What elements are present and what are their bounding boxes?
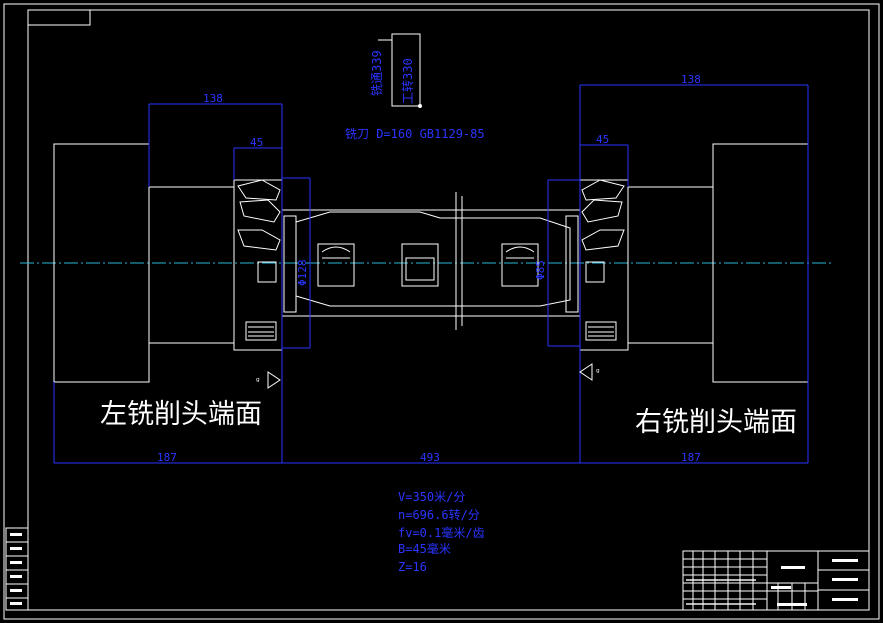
dim-left-phi: Φ128	[296, 260, 309, 287]
left-margin-blocks	[5, 527, 29, 611]
dim-bottom-right-187: 187	[681, 451, 701, 464]
dimension-lines	[53, 84, 809, 464]
cutter-note: 铣刀 D=160 GB1129-85	[345, 127, 485, 141]
dim-bottom-left-187: 187	[157, 451, 177, 464]
right-face-label: 右铣削头端面	[635, 407, 797, 438]
dim-bottom-mid-493: 493	[420, 451, 440, 464]
dim-right-138: 138	[681, 73, 701, 86]
dim-right-phi: Φ85	[534, 260, 547, 280]
svg-text:ᵍ: ᵍ	[256, 377, 260, 387]
inner-frame	[27, 9, 870, 611]
outer-frame	[3, 3, 880, 620]
param-feed: fv=0.1毫米/齿	[398, 525, 485, 540]
param-rpm: n=696.6转/分	[398, 507, 480, 522]
param-width: B=45毫米	[398, 541, 451, 556]
param-speed: V=350米/分	[398, 490, 465, 504]
fixture-label-2: 工转330	[400, 58, 415, 104]
cutting-parameters: V=350米/分 n=696.6转/分 fv=0.1毫米/齿 B=45毫米 Z=…	[398, 490, 485, 574]
right-datum-marker: ᵍ	[579, 363, 600, 381]
dim-left-138: 138	[203, 92, 223, 105]
dim-right-45: 45	[596, 133, 609, 146]
param-teeth: Z=16	[398, 560, 427, 574]
left-datum-marker: ᵍ	[256, 371, 281, 389]
left-face-label: 左铣削头端面	[100, 399, 262, 430]
corner-box	[27, 9, 91, 26]
svg-text:ᵍ: ᵍ	[596, 368, 600, 378]
title-block	[682, 550, 870, 611]
fixture-label-1: 铣通339	[370, 50, 384, 96]
fixture-callout	[378, 33, 422, 108]
dim-left-45: 45	[250, 136, 263, 149]
